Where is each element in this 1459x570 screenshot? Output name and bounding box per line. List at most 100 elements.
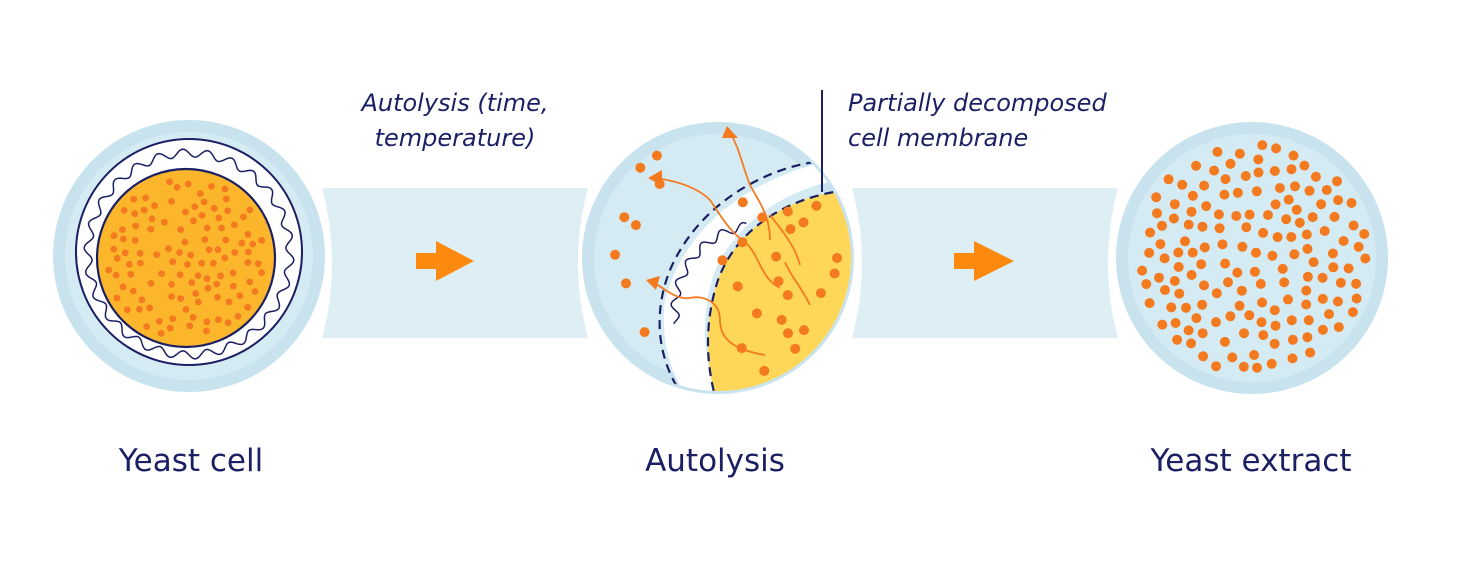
particle-dot [1257,297,1268,308]
particle-dot [222,195,230,203]
particle-dot [169,258,177,266]
particle-dot [1266,358,1277,369]
particle-dot [1272,232,1283,243]
outer-membrane-dashed [658,160,816,391]
particle-dot [153,251,161,259]
cytoplasm [95,167,277,349]
particle-dot [651,150,662,161]
particle-dot [1301,229,1312,240]
particle-dot [771,251,782,262]
particle-dot [147,225,155,233]
particle-dot [1283,294,1293,305]
particle-dot [1191,313,1202,324]
release-arrowheads [646,126,738,290]
particle-dot [1172,334,1183,345]
particle-dot [1180,236,1190,247]
particle-dot [181,238,189,246]
particle-dot [218,224,226,232]
particle-dot [110,232,118,240]
particle-dot [1333,322,1344,333]
particle-dot [131,237,139,244]
particle-dot [1231,211,1242,221]
particle-dot [224,207,232,215]
particle-dot [182,208,189,216]
particle-dot [1219,189,1230,200]
particle-dot [1144,247,1155,258]
particle-dot [143,323,151,330]
particle-dot [1214,223,1225,234]
particle-dot [1288,150,1299,161]
particle-dot [204,284,212,292]
particle-dot [1232,187,1243,198]
particle-dot [215,214,223,222]
particle-dot [1255,278,1266,289]
particle-dot [1183,325,1194,336]
particle-dot [1177,179,1188,190]
particle-dot [132,222,140,230]
particle-dot [131,210,139,218]
particle-dot [246,206,254,214]
particle-dot [123,306,131,314]
particle-dot [759,365,770,376]
particle-dot [142,194,150,202]
particle-dot [1327,248,1338,259]
particle-dot [127,270,135,278]
particle-dot [146,304,154,312]
particle-dot [177,226,185,234]
particle-dot [221,254,229,262]
membrane-annotation-line-2: cell membrane [848,124,1029,152]
particle-dot [717,255,728,266]
particle-dot [234,313,242,320]
particle-dot [169,315,177,323]
particle-dot [1308,257,1319,268]
particle-dot [773,276,784,287]
particle-dot [1186,206,1197,217]
particle-dot [832,253,842,263]
particle-dot [1299,160,1310,171]
particle-dot [244,303,252,311]
particle-dot [184,261,191,268]
particle-dot [1360,253,1371,264]
particle-dot [1173,262,1184,272]
particle-dot [192,290,200,297]
particle-dot [201,236,209,244]
particle-dot [1303,315,1314,326]
particle-dot [1199,280,1209,291]
particle-dot [177,295,185,302]
particle-dot [161,218,168,226]
particle-dot [1335,277,1346,288]
particle-dot [1346,198,1357,208]
particle-dot [737,197,748,208]
particle-dot [258,269,265,276]
particle-dot [1287,334,1298,345]
particle-dot [1232,267,1243,278]
particle-dot [1152,208,1162,219]
particle-dot [203,327,210,335]
particle-dot [1160,285,1170,295]
particle-dot [225,298,233,306]
particle-dot [1281,214,1292,225]
particle-dot [1290,181,1300,192]
particle-dot [737,237,748,248]
particle-dot [148,215,156,223]
particle-dot [1244,209,1255,220]
particle-dot [815,288,826,299]
particle-dot [1201,201,1212,212]
particle-dot [138,296,146,304]
particle-dot [196,190,204,198]
particle-dot [1324,309,1334,320]
particle-dot [1238,361,1249,372]
particle-dot [1234,300,1245,311]
process-annotation: Autolysis (time, temperature) [330,86,580,156]
particle-dot [1249,266,1260,277]
particle-dot [176,249,184,256]
particle-dot [1351,293,1362,304]
particle-dot [136,305,143,313]
particle-dot [155,318,163,325]
particle-dot [799,325,809,336]
particle-dot [1271,143,1282,154]
particle-dot [166,178,174,186]
process-annotation-line-1: Autolysis (time, [361,89,549,117]
particle-dot [1241,222,1252,233]
